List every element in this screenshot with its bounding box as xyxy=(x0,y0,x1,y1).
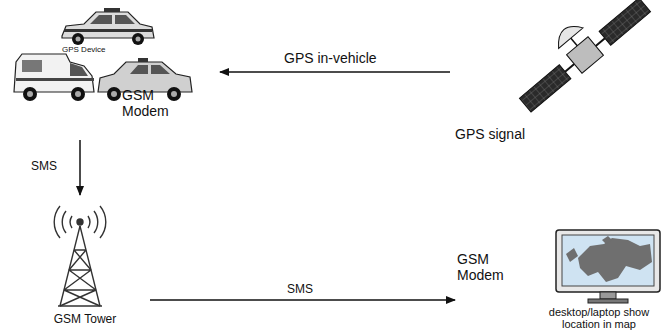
tower-node: GSM Tower xyxy=(20,195,150,335)
monitor-caption: desktop/laptop show location in map xyxy=(537,306,661,331)
signal-label: GPS signal xyxy=(455,127,565,143)
edge-label: SMS xyxy=(29,159,59,173)
arrow-connector xyxy=(220,71,450,73)
satellite-node: GPS signal xyxy=(450,5,655,155)
police-car xyxy=(62,8,154,45)
gsm-tower xyxy=(54,206,106,306)
arrow-connector xyxy=(150,299,455,301)
modem-label: GSM Modem xyxy=(457,252,515,283)
device-label: GPS Device xyxy=(62,46,122,55)
edge-label: GPS in-vehicle xyxy=(282,50,379,66)
ambulance-van xyxy=(14,54,94,101)
arrow-connector xyxy=(79,140,81,195)
satellite xyxy=(504,0,652,114)
vehicle-group: GPS DeviceGSM Modem xyxy=(10,2,220,140)
desktop-node: GSM Modem desktop/laptop show location in… xyxy=(455,222,665,334)
edge-label: SMS xyxy=(285,282,315,296)
desktop-monitor xyxy=(556,230,660,303)
modem-label: GSM Modem xyxy=(122,88,180,119)
tower-label: GSM Tower xyxy=(20,313,150,326)
